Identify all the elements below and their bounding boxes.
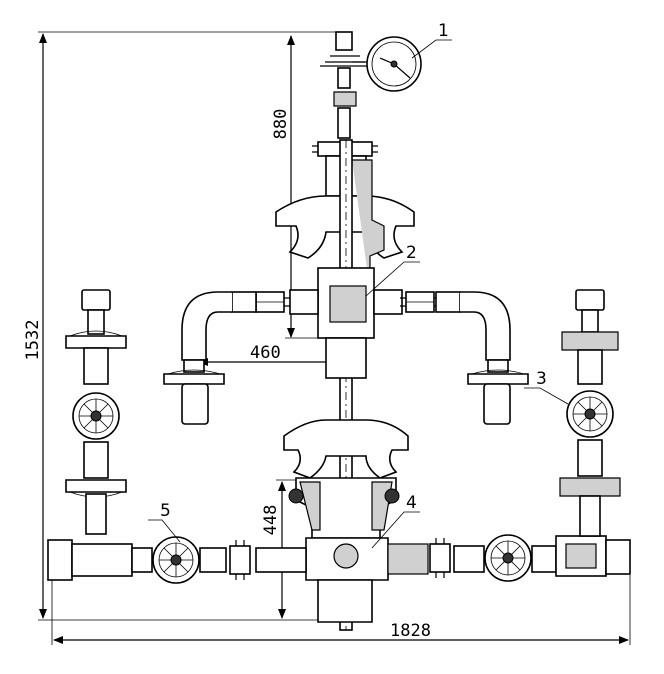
- dimension-label-side-offset: 460: [250, 343, 281, 363]
- handwheel-icon: [566, 390, 614, 438]
- handwheel-icon: [152, 536, 200, 584]
- lower-right-line: [387, 534, 631, 582]
- callout-3: 3: [524, 369, 569, 405]
- callout-label-3: 3: [536, 369, 547, 389]
- callout-4: 4: [371, 493, 420, 549]
- callout-5: 5: [148, 501, 181, 543]
- callout-label-2: 2: [406, 243, 417, 263]
- pressure-gauge-icon: [352, 36, 422, 92]
- callout-label-1: 1: [438, 21, 449, 41]
- dimension-upper-height: 880: [271, 35, 330, 339]
- right-vertical-branch: [559, 289, 621, 537]
- handwheel-icon: [484, 534, 532, 582]
- dimension-label-lower-height: 448: [261, 505, 281, 536]
- dimension-side-offset: 460: [198, 343, 336, 366]
- right-upper-outlet: [373, 289, 529, 425]
- callout-label-5: 5: [160, 501, 171, 521]
- left-upper-outlet: [163, 289, 319, 425]
- central-column: [275, 31, 415, 631]
- dimension-label-total-height: 1532: [23, 320, 43, 361]
- callout-label-4: 4: [406, 493, 417, 513]
- dimension-total-height: 1532: [23, 31, 345, 621]
- handwheel-icon: [72, 392, 120, 440]
- dimension-label-total-width: 1828: [390, 621, 431, 641]
- dimension-total-width: 1828: [51, 575, 631, 645]
- lower-left-line: [47, 536, 307, 584]
- callout-2: 2: [365, 243, 420, 297]
- dimension-label-upper-height: 880: [271, 109, 291, 140]
- left-vertical-branch: [65, 289, 127, 535]
- callout-1: 1: [411, 21, 452, 59]
